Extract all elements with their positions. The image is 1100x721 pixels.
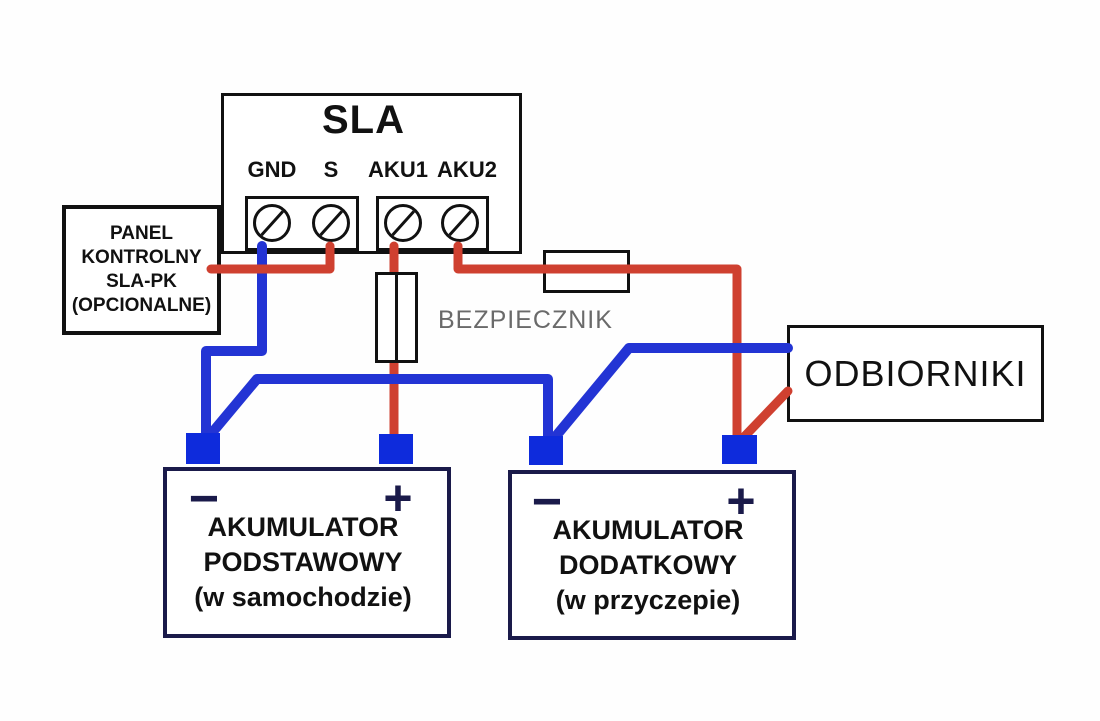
battery-primary-line: PODSTAWOWY bbox=[203, 547, 403, 577]
battery-secondary-plus-sign: + bbox=[726, 473, 756, 529]
battery-primary-label: AKUMULATOR PODSTAWOWY (w samochodzie) bbox=[163, 510, 443, 615]
receivers-box: ODBIORNIKI bbox=[787, 325, 1044, 422]
battery2-negative-post bbox=[529, 436, 563, 465]
battery1-positive-post bbox=[379, 434, 413, 464]
battery-secondary-box bbox=[508, 470, 796, 640]
battery-secondary-line: (w przyczepie) bbox=[555, 585, 741, 615]
terminal-label-aku2: AKU2 bbox=[437, 157, 497, 182]
terminal-block-right bbox=[376, 196, 489, 251]
battery-primary-line: AKUMULATOR bbox=[207, 512, 399, 542]
panel-label-line: KONTROLNY bbox=[81, 247, 202, 268]
fuse-horizontal bbox=[543, 250, 630, 293]
battery-primary-line: (w samochodzie) bbox=[194, 582, 412, 612]
battery-secondary-minus-sign: − bbox=[531, 473, 563, 531]
wire-receivers-to-battery2-positive bbox=[738, 386, 793, 443]
battery-primary-minus-sign: − bbox=[188, 470, 220, 528]
screw-terminal-icon bbox=[384, 204, 422, 242]
battery-primary-box bbox=[163, 467, 451, 638]
control-panel-box: PANEL KONTROLNY SLA-PK (OPCIONALNE) bbox=[62, 205, 221, 335]
battery-secondary-line: DODATKOWY bbox=[559, 550, 737, 580]
wire-battery1-negative-to-battery2-negative bbox=[201, 374, 553, 449]
fuse-vertical bbox=[375, 272, 418, 363]
panel-label-line: PANEL bbox=[110, 223, 173, 244]
battery2-positive-post bbox=[722, 435, 757, 464]
terminal-label-gnd: GND bbox=[247, 157, 297, 182]
sla-title: SLA bbox=[322, 98, 405, 142]
terminal-block-left bbox=[245, 196, 359, 251]
screw-terminal-icon bbox=[253, 204, 291, 242]
terminal-label-aku1: AKU1 bbox=[368, 157, 428, 182]
receivers-label: ODBIORNIKI bbox=[804, 352, 1027, 394]
panel-label-line: (OPCIONALNE) bbox=[71, 295, 212, 316]
wire-battery2-negative-to-receivers bbox=[546, 343, 793, 447]
panel-label-line: SLA-PK bbox=[106, 271, 177, 292]
battery-secondary-label: AKUMULATOR DODATKOWY (w przyczepie) bbox=[508, 513, 788, 618]
screw-terminal-icon bbox=[312, 204, 350, 242]
terminal-label-s: S bbox=[323, 157, 339, 182]
battery1-negative-post bbox=[186, 433, 220, 464]
screw-terminal-icon bbox=[441, 204, 479, 242]
battery-secondary-line: AKUMULATOR bbox=[552, 515, 744, 545]
battery-primary-plus-sign: + bbox=[383, 470, 413, 526]
fuse-label: BEZPIECZNIK bbox=[438, 306, 613, 334]
